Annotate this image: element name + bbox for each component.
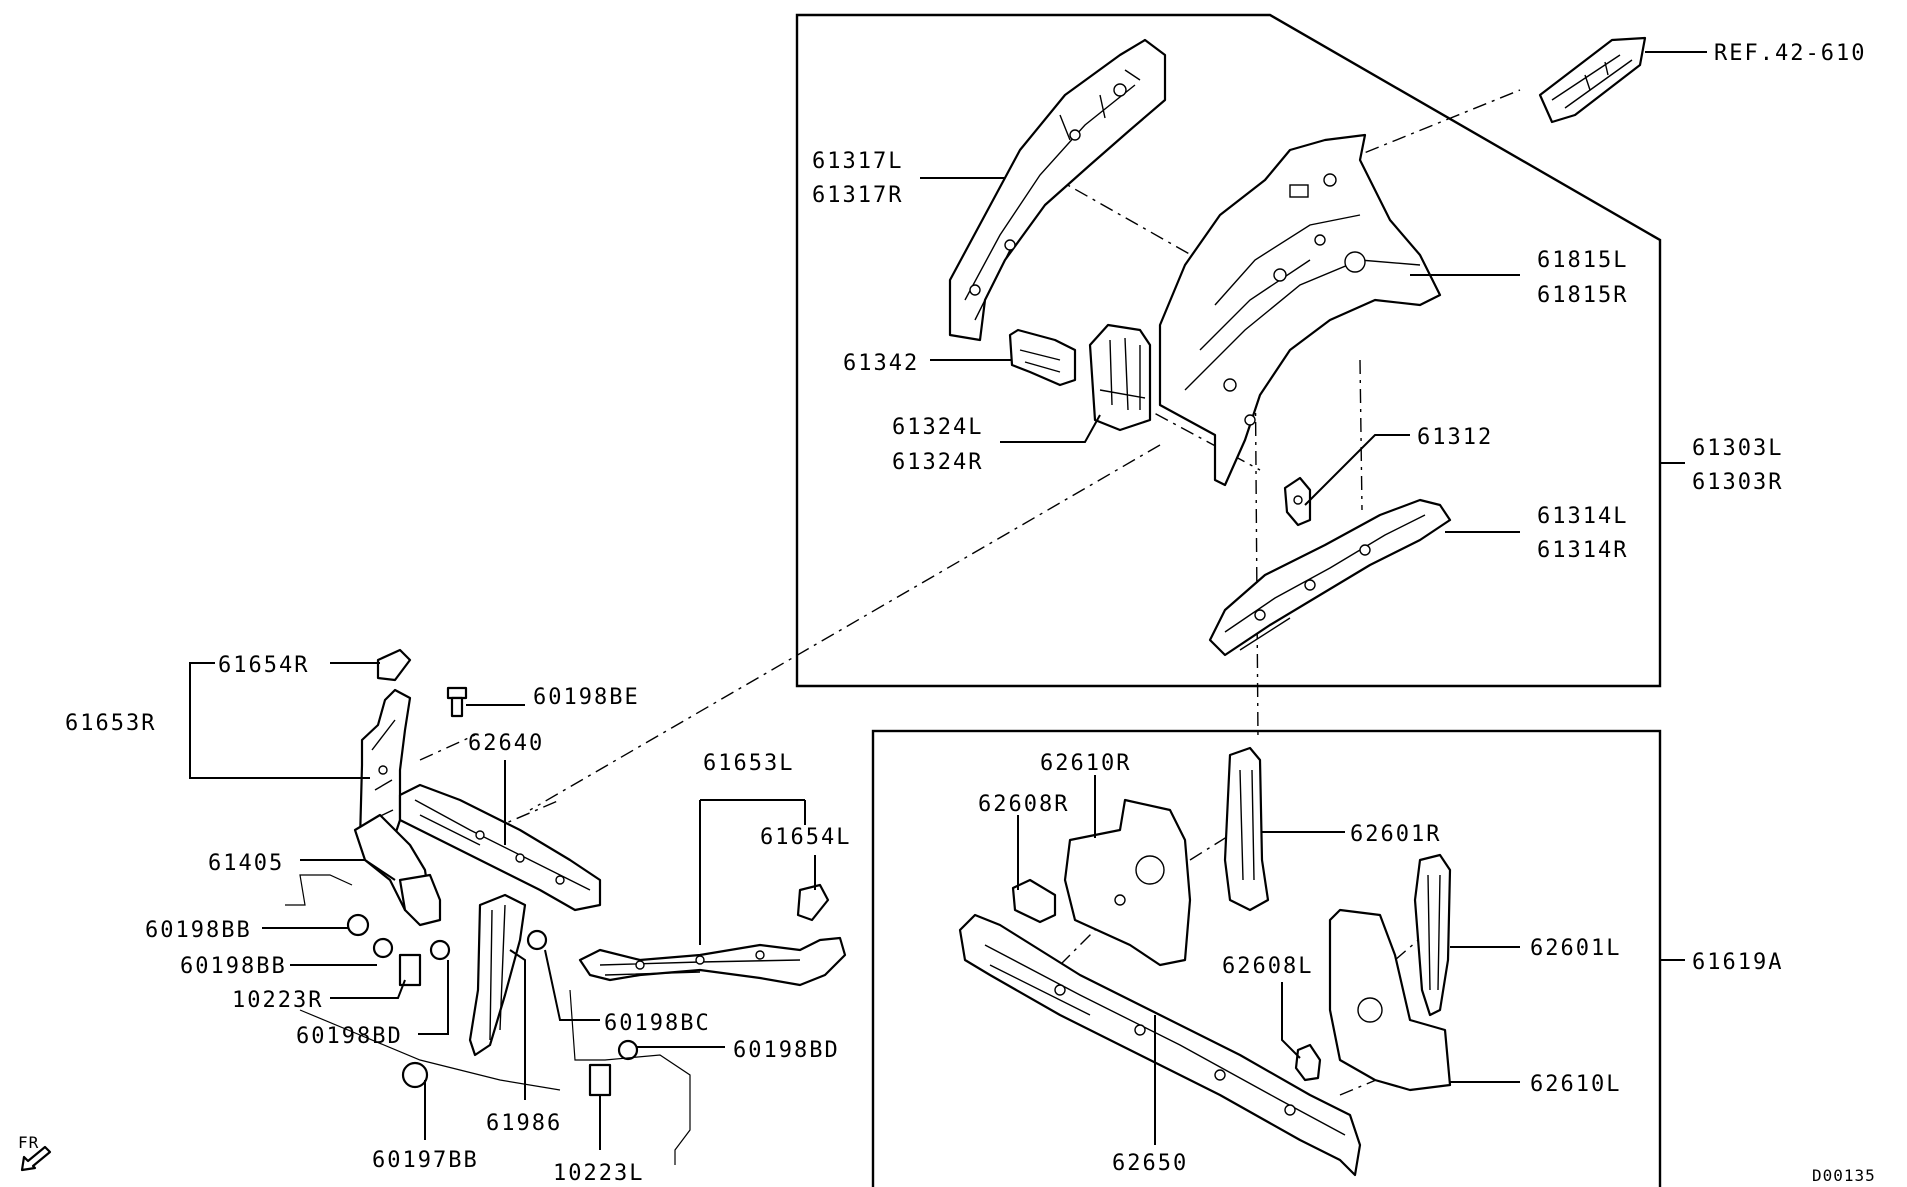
radiator-support-upper-l bbox=[578, 936, 847, 987]
label-62608l: 62608L bbox=[1222, 954, 1313, 979]
label-62601l: 62601L bbox=[1530, 936, 1621, 961]
label-62610l: 62610L bbox=[1530, 1072, 1621, 1097]
label-61654l: 61654L bbox=[760, 825, 851, 850]
bracket-62608l bbox=[1294, 1043, 1322, 1082]
label-60198bb-1: 60198BB bbox=[145, 918, 252, 943]
panel-62610r bbox=[1063, 798, 1192, 967]
pillar-62601l bbox=[1413, 853, 1452, 1017]
bolt-60198be bbox=[446, 686, 468, 718]
label-61986: 61986 bbox=[486, 1111, 562, 1136]
label-60198bd-2: 60198BD bbox=[733, 1038, 840, 1063]
label-10223r: 10223R bbox=[232, 988, 323, 1013]
label-60198be: 60198BE bbox=[533, 685, 640, 710]
ref-rail-part bbox=[1538, 36, 1647, 124]
label-61303r: 61303R bbox=[1692, 470, 1783, 495]
label-60198bb-2: 60198BB bbox=[180, 954, 287, 979]
label-61314l: 61314L bbox=[1537, 504, 1628, 529]
wheelhouse-panel bbox=[1158, 133, 1442, 487]
upper-crossmember-62640 bbox=[398, 783, 602, 912]
callout-labels: REF.42-610 61317L 61317R 61815L 61815R 6… bbox=[18, 41, 1876, 1186]
label-61619a: 61619A bbox=[1692, 950, 1783, 975]
leader-lines bbox=[189, 51, 1707, 1150]
label-60198bd-1: 60198BD bbox=[296, 1024, 403, 1049]
label-61815r: 61815R bbox=[1537, 283, 1628, 308]
label-10223l: 10223L bbox=[553, 1161, 644, 1186]
bracket-61654l bbox=[796, 883, 830, 922]
label-61314r: 61314R bbox=[1537, 538, 1628, 563]
bracket-61324 bbox=[1088, 323, 1152, 432]
label-62650: 62650 bbox=[1112, 1151, 1188, 1176]
label-ref-42-610: REF.42-610 bbox=[1714, 41, 1866, 66]
label-61324r: 61324R bbox=[892, 450, 983, 475]
front-direction-arrow-icon bbox=[20, 1145, 52, 1172]
label-60198bc: 60198BC bbox=[604, 1011, 711, 1036]
label-61317l: 61317L bbox=[812, 149, 903, 174]
label-61405: 61405 bbox=[208, 851, 284, 876]
label-61317r: 61317R bbox=[812, 183, 903, 208]
body-outline bbox=[285, 874, 691, 1165]
bracket-61312 bbox=[1283, 476, 1312, 527]
bracket-61342 bbox=[1008, 328, 1077, 387]
bracket-61654r bbox=[376, 648, 412, 682]
label-62601r: 62601R bbox=[1350, 822, 1441, 847]
label-62610r: 62610R bbox=[1040, 751, 1131, 776]
label-60197bb: 60197BB bbox=[372, 1148, 479, 1173]
lower-crossmember-62650 bbox=[958, 913, 1362, 1177]
front-direction-label: FR bbox=[18, 1133, 39, 1152]
label-61815l: 61815L bbox=[1537, 248, 1628, 273]
label-61654r: 61654R bbox=[218, 653, 309, 678]
label-61653l: 61653L bbox=[703, 751, 794, 776]
label-61303l: 61303L bbox=[1692, 436, 1783, 461]
pillar-62601r bbox=[1223, 746, 1270, 912]
label-62640: 62640 bbox=[468, 731, 544, 756]
label-61324l: 61324L bbox=[892, 415, 983, 440]
wheelhouse-upper-reinforcement bbox=[948, 38, 1167, 342]
label-61653r: 61653R bbox=[65, 711, 156, 736]
label-62608r: 62608R bbox=[978, 792, 1069, 817]
side-member-61314 bbox=[1208, 498, 1452, 657]
drawing-code: D00135 bbox=[1812, 1166, 1876, 1185]
bracket-62608r bbox=[1011, 878, 1057, 924]
label-61312: 61312 bbox=[1417, 425, 1493, 450]
hood-latch-support-61986 bbox=[468, 893, 527, 1057]
label-61342: 61342 bbox=[843, 351, 919, 376]
panel-62610l bbox=[1328, 908, 1452, 1092]
